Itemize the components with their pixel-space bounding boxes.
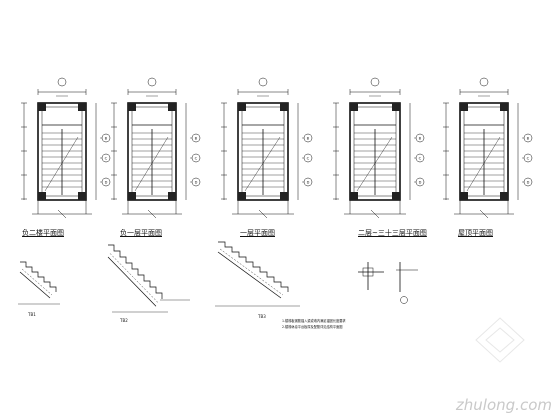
drawing-note: 2.楼梯休息平台板厚及配筋详见结构平面图 <box>282 324 342 329</box>
structural-column <box>350 192 358 200</box>
structural-column <box>128 192 136 200</box>
plan-title-f2-33: 二层~三十三层平面图 <box>358 229 427 237</box>
break-mark <box>147 209 157 219</box>
axis-letter: D <box>419 180 422 184</box>
plan-title-b2: 负二楼平面图 <box>22 229 64 237</box>
stair-section-2 <box>107 244 163 307</box>
structural-column <box>168 192 176 200</box>
structural-column <box>128 103 136 111</box>
section-slab-soffit <box>19 271 51 299</box>
structural-column <box>38 103 46 111</box>
watermark-logo-shape <box>475 317 525 363</box>
axis-bubble-top <box>370 77 380 87</box>
section-step-profile <box>108 244 163 299</box>
section-label: TB1 <box>27 312 36 317</box>
stairwell-wall <box>349 102 401 201</box>
stairwell-wall <box>37 102 87 201</box>
stairwell-wall <box>127 102 177 201</box>
structural-column <box>38 192 46 200</box>
stairwell-inner-line <box>241 106 285 197</box>
stairwell-inner-line <box>131 106 173 197</box>
stairwell-wall <box>459 102 509 201</box>
axis-bubble-top <box>57 77 67 87</box>
structural-column <box>238 103 246 111</box>
structural-column <box>78 192 86 200</box>
section-label: TB2 <box>119 318 128 323</box>
stair-section-3 <box>217 241 289 299</box>
break-mark <box>57 209 67 219</box>
structural-column <box>500 103 508 111</box>
node-detail <box>358 262 418 304</box>
axis-letter: C <box>419 156 422 160</box>
walking-line <box>466 136 501 192</box>
watermark: zhulong.com <box>455 396 552 414</box>
break-mark <box>258 209 268 219</box>
stair-plan-5 <box>443 77 533 219</box>
section-slab-soffit <box>107 256 157 307</box>
break-mark <box>370 209 380 219</box>
section-step-profile <box>218 241 289 292</box>
walking-line <box>134 136 169 192</box>
plan-title-b1: 负一层平面图 <box>120 229 162 237</box>
structural-column <box>500 192 508 200</box>
walking-line <box>356 136 393 192</box>
node-beam <box>362 267 374 277</box>
structural-column <box>78 103 86 111</box>
axis-letter: C <box>105 156 108 160</box>
section-slab-soffit <box>217 251 282 299</box>
axis-bubble-top <box>479 77 489 87</box>
detail-bubble <box>400 296 408 304</box>
structural-column <box>350 103 358 111</box>
axis-letter: D <box>307 180 310 184</box>
drawing-note: 1.楼梯板钢筋锚入梁或墙内满足锚固长度要求 <box>282 318 346 323</box>
axis-letter: B <box>527 136 530 140</box>
structural-column <box>238 192 246 200</box>
axis-letter: B <box>419 136 422 140</box>
walking-line <box>244 136 281 192</box>
section-rebar <box>109 253 159 303</box>
axis-bubble-top <box>258 77 268 87</box>
break-mark <box>479 209 489 219</box>
stairwell-inner-line <box>353 106 397 197</box>
section-rebar <box>219 248 284 296</box>
structural-column <box>280 192 288 200</box>
structural-column <box>460 192 468 200</box>
stairwell-inner-line <box>463 106 505 197</box>
stairwell-inner-line <box>41 106 83 197</box>
stair-plan-3 <box>221 77 313 219</box>
section-step-profile <box>20 261 57 292</box>
axis-bubble-top <box>147 77 157 87</box>
structural-column <box>168 103 176 111</box>
axis-letter: D <box>105 180 108 184</box>
axis-letter: C <box>195 156 198 160</box>
axis-letter: C <box>527 156 530 160</box>
watermark-logo-shape <box>485 327 515 353</box>
structural-column <box>392 192 400 200</box>
stair-plan-2 <box>111 77 201 219</box>
plan-title-roof: 屋顶平面图 <box>458 229 493 237</box>
axis-letter: D <box>527 180 530 184</box>
walking-line <box>44 136 79 192</box>
stairwell-wall <box>237 102 289 201</box>
structural-column <box>460 103 468 111</box>
stair-plan-1 <box>21 77 111 219</box>
stair-section-1 <box>19 261 57 299</box>
axis-letter: B <box>307 136 310 140</box>
axis-letter: C <box>307 156 310 160</box>
stair-plan-4 <box>333 77 425 219</box>
structural-column <box>280 103 288 111</box>
plan-title-f1: 一层平面图 <box>240 229 275 237</box>
axis-letter: D <box>195 180 198 184</box>
section-label: TB3 <box>257 314 266 319</box>
axis-letter: B <box>105 136 108 140</box>
structural-column <box>392 103 400 111</box>
watermark-logo <box>475 317 525 363</box>
axis-letter: B <box>195 136 198 140</box>
section-rebar <box>21 268 53 296</box>
